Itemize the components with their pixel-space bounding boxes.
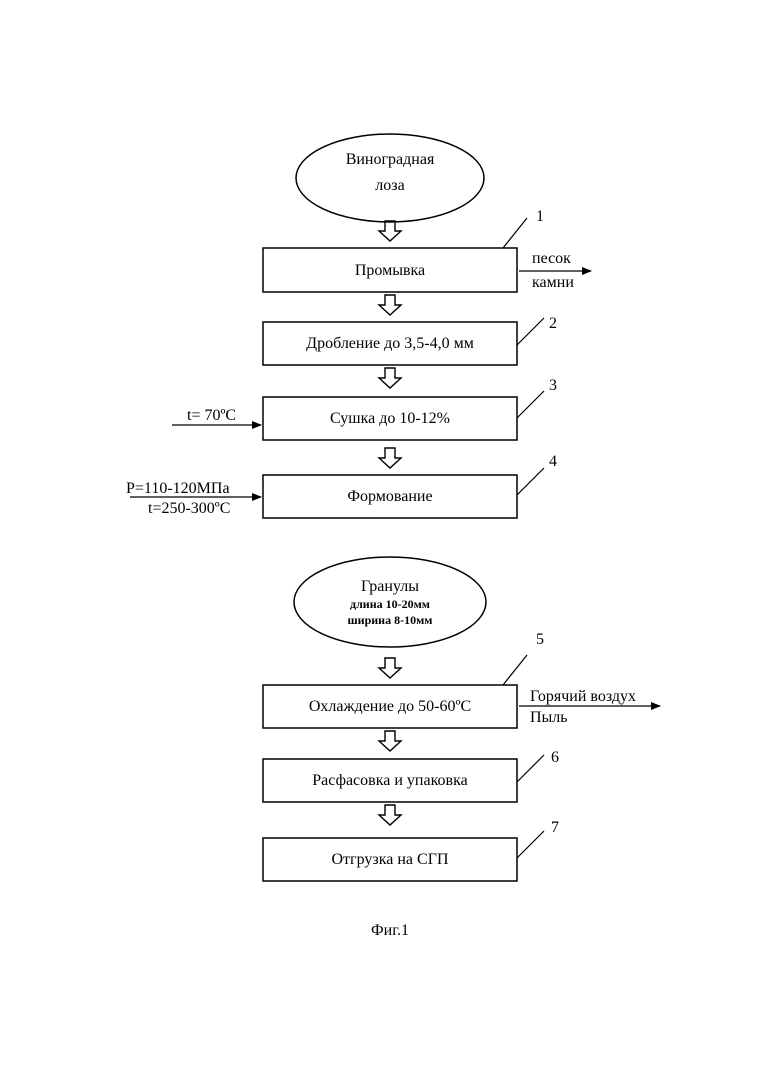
step-4: Формование 4	[263, 453, 557, 518]
flow-arrow-down-icon	[379, 221, 401, 241]
flow-arrow-down-icon	[379, 658, 401, 678]
step-5-label: Охлаждение до 50-60ºС	[309, 698, 471, 715]
step-6-number: 6	[551, 749, 559, 766]
granules-node: Гранулы длина 10-20мм ширина 8-10мм	[294, 557, 486, 647]
step-6-label: Расфасовка и упаковка	[312, 772, 467, 789]
cooling-output: Горячий воздух Пыль	[519, 688, 660, 726]
step-5: Охлаждение до 50-60ºС 5	[263, 631, 544, 728]
step-1-number: 1	[536, 208, 544, 225]
step-5-number: 5	[536, 631, 544, 648]
step-6: Расфасовка и упаковка 6	[263, 749, 559, 802]
step-2: Дробление до 3,5-4,0 мм 2	[263, 315, 557, 365]
flow-arrow-down-icon	[379, 295, 401, 315]
washing-output-sand: песок	[532, 250, 571, 267]
step-3: Сушка до 10-12% 3	[263, 377, 557, 440]
step-3-number: 3	[549, 377, 557, 394]
flow-arrow-down-icon	[379, 805, 401, 825]
step-7: Отгрузка на СГП 7	[263, 819, 559, 881]
forming-pressure: Р=110-120МПа	[126, 480, 230, 497]
figure-caption: Фиг.1	[371, 922, 409, 939]
flow-arrow-down-icon	[379, 731, 401, 751]
flow-arrows	[379, 221, 401, 825]
granules-length: длина 10-20мм	[350, 597, 430, 611]
start-node: Виноградная лоза	[296, 134, 484, 222]
step-3-label: Сушка до 10-12%	[330, 410, 450, 427]
start-node-line2: лоза	[375, 177, 404, 194]
granules-title: Гранулы	[361, 578, 419, 595]
step-1: Промывка 1	[263, 208, 544, 292]
step-2-number: 2	[549, 315, 557, 332]
drying-input: t= 70ºС	[172, 407, 261, 425]
granules-width: ширина 8-10мм	[348, 613, 433, 627]
step-4-label: Формование	[347, 488, 432, 505]
flow-arrow-down-icon	[379, 368, 401, 388]
washing-output: песок камни	[519, 250, 591, 291]
flow-arrow-down-icon	[379, 448, 401, 468]
step-7-number: 7	[551, 819, 559, 836]
step-2-label: Дробление до 3,5-4,0 мм	[306, 335, 474, 352]
forming-temperature: t=250-300ºС	[148, 500, 230, 517]
step-4-number: 4	[549, 453, 557, 470]
step-1-label: Промывка	[355, 262, 425, 279]
cooling-output-hot-air: Горячий воздух	[530, 688, 636, 705]
drying-temperature: t= 70ºС	[187, 407, 236, 424]
washing-output-stones: камни	[532, 274, 574, 291]
forming-input: Р=110-120МПа t=250-300ºС	[126, 480, 261, 517]
cooling-output-dust: Пыль	[530, 709, 568, 726]
start-node-line1: Виноградная	[346, 151, 435, 168]
step-7-label: Отгрузка на СГП	[332, 851, 449, 868]
